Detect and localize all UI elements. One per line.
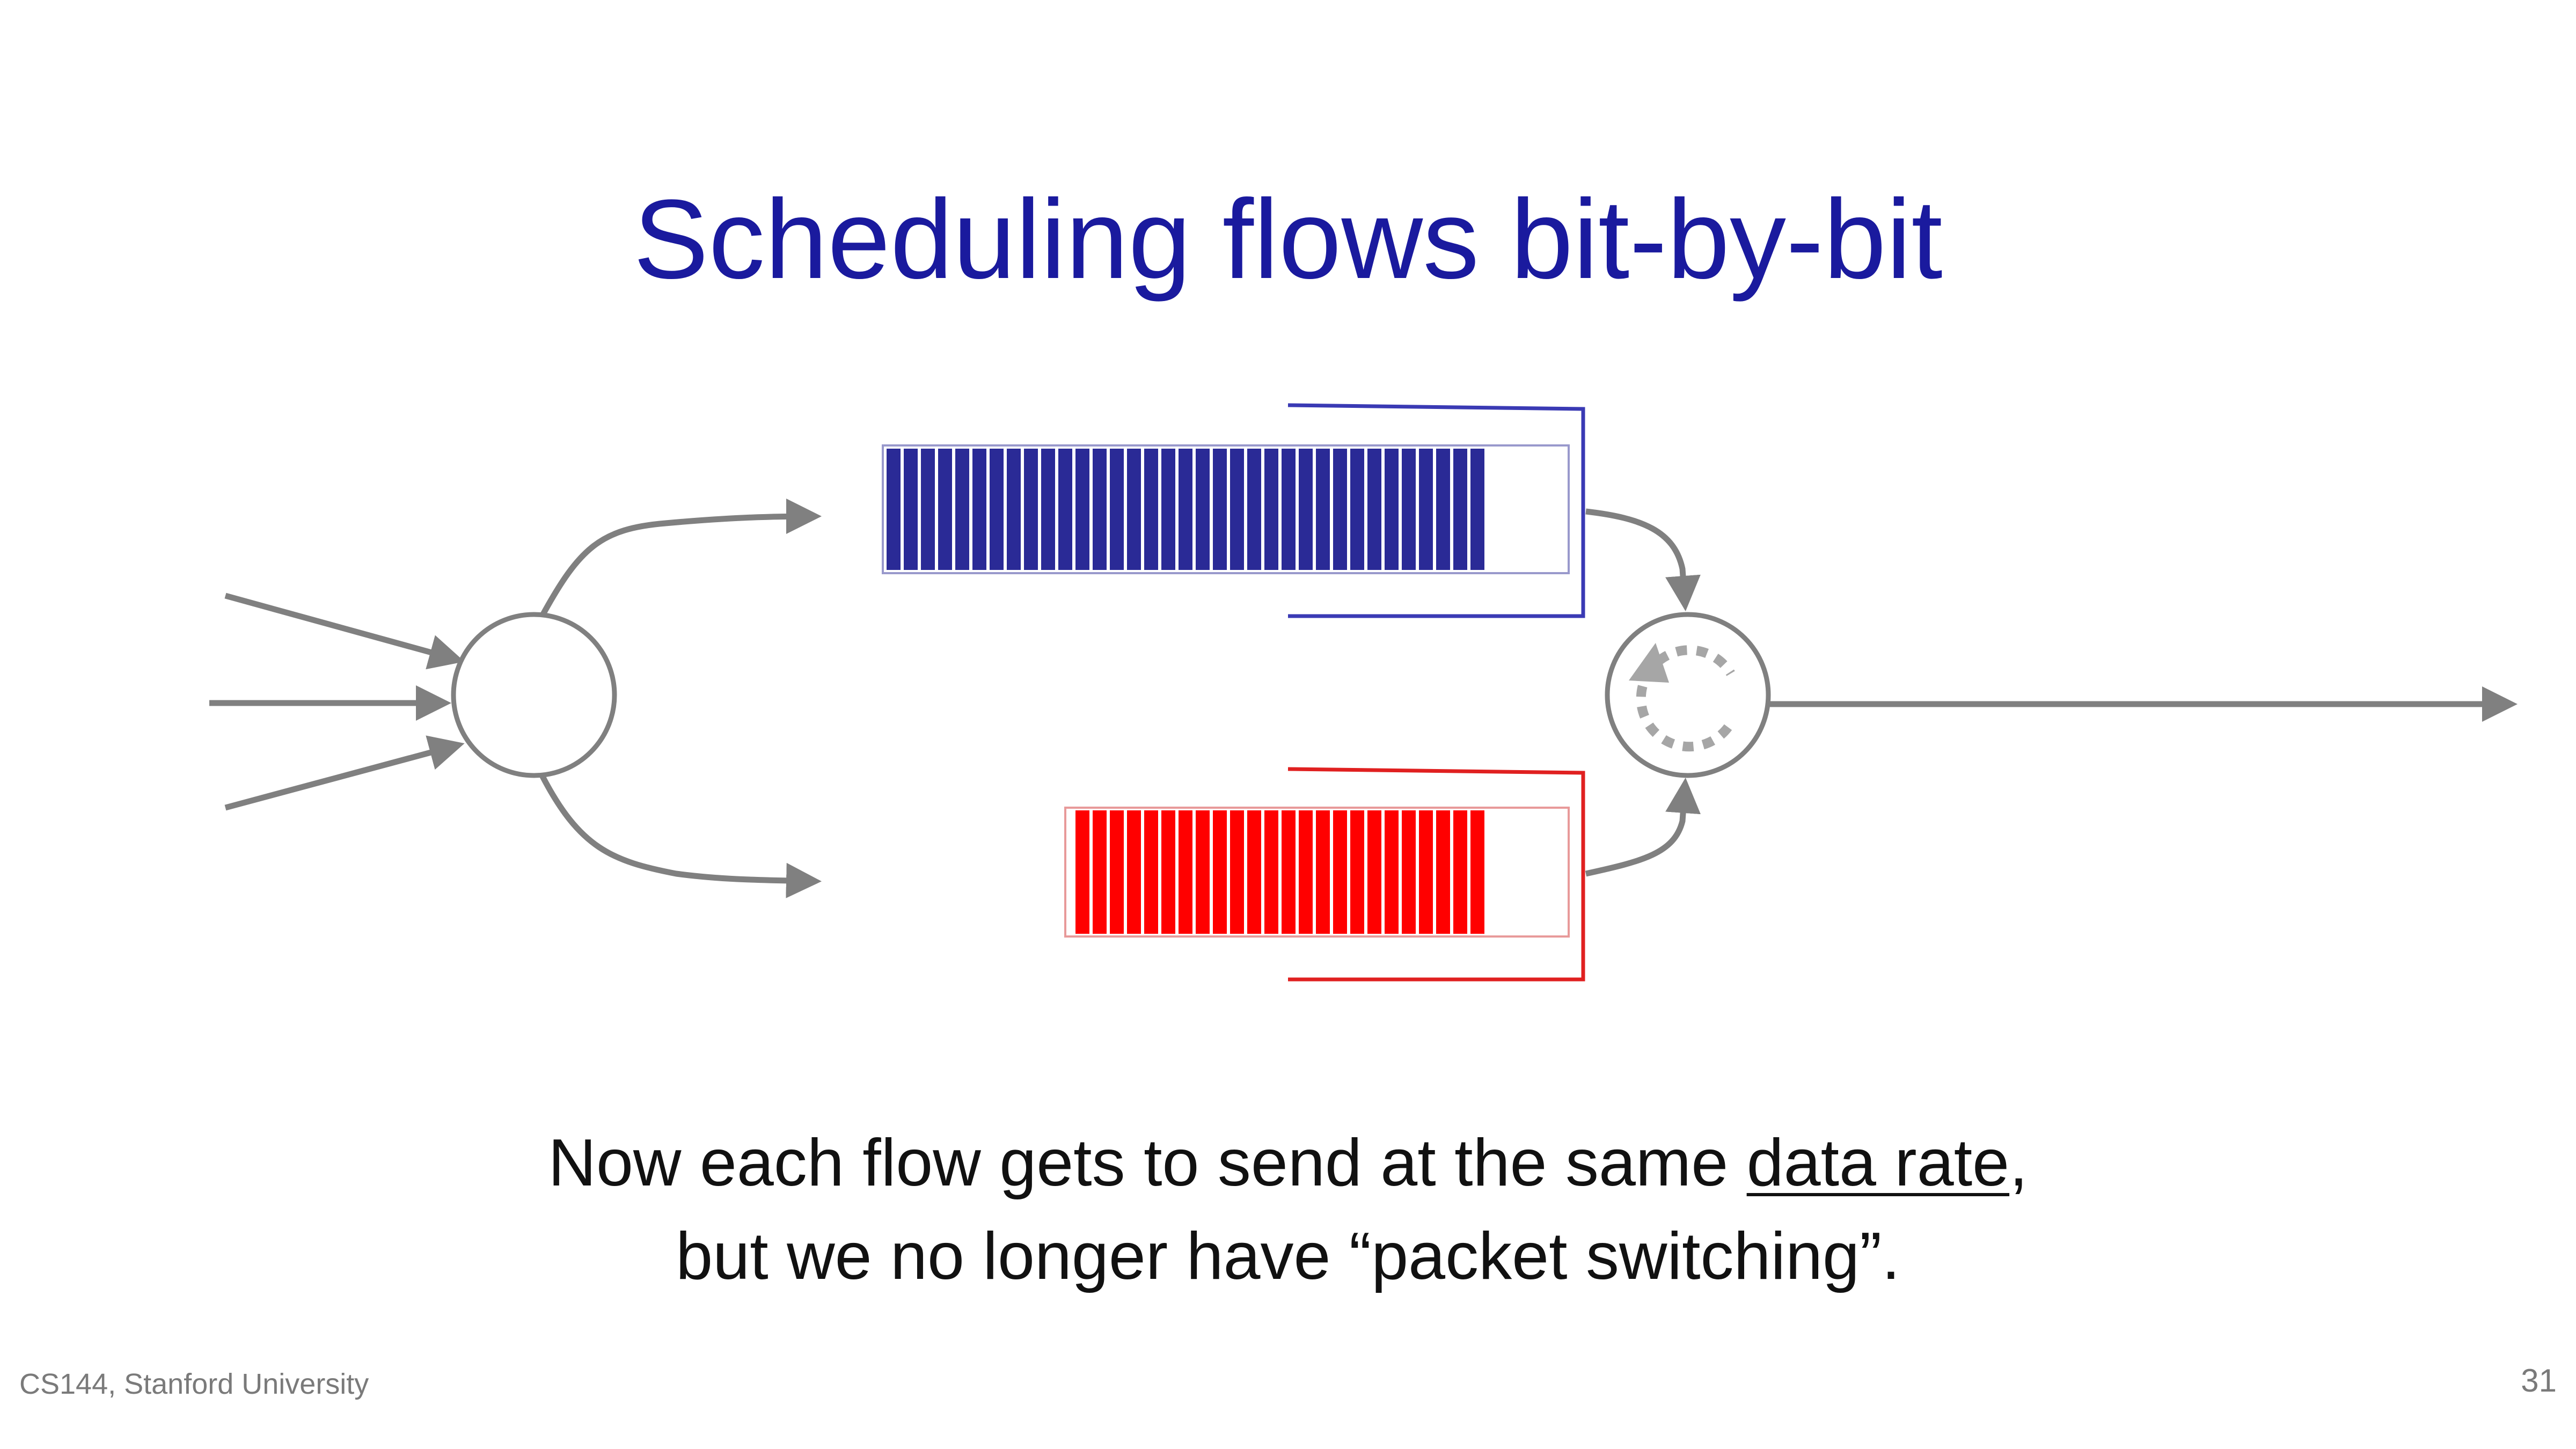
classifier-output-bottom	[539, 774, 822, 898]
blue-queue-slot	[1419, 449, 1433, 570]
blue-queue	[882, 403, 1585, 618]
red-queue-slot	[1333, 810, 1347, 934]
blue-queue-slot	[1196, 449, 1210, 570]
blue-queue-slot	[1161, 449, 1175, 570]
blue-queue-slot	[1110, 449, 1124, 570]
blue-queue-bracket	[1287, 403, 1585, 618]
blue-queue-slot	[1247, 449, 1261, 570]
red-queue-slot	[1093, 810, 1107, 934]
blue-queue-slot	[1385, 449, 1399, 570]
red-queue-slot	[1213, 810, 1227, 934]
red-queue-slot	[1075, 810, 1089, 934]
red-queue-slot	[1127, 810, 1141, 934]
blue-queue-slot	[955, 449, 969, 570]
page-number: 31	[2521, 1363, 2557, 1399]
blue-queue-slot	[1127, 449, 1141, 570]
blue-queue-slot	[1058, 449, 1072, 570]
red-queue-slot	[1110, 810, 1124, 934]
red-queue-slot	[1247, 810, 1261, 934]
red-queue-slot	[1436, 810, 1450, 934]
incoming-arrow-bottom	[224, 735, 465, 811]
slide-title: Scheduling flows bit-by-bit	[633, 176, 1943, 302]
caption-line-1: Now each flow gets to send at the same d…	[0, 1116, 2576, 1210]
caption-line-2: but we no longer have “packet switching”…	[676, 1219, 1900, 1293]
incoming-arrow-top	[224, 592, 465, 670]
blue-queue-slot	[1350, 449, 1364, 570]
blue-queue-slots	[887, 449, 1484, 570]
classifier-output-top	[539, 499, 822, 618]
blue-queue-slot	[1367, 449, 1381, 570]
red-queue-slot	[1470, 810, 1484, 934]
red-queue-slot	[1453, 810, 1467, 934]
blue-queue-slot	[1470, 449, 1484, 570]
red-queue-slot	[1264, 810, 1278, 934]
blue-queue-slot	[921, 449, 935, 570]
red-queue-slot	[1196, 810, 1210, 934]
blue-queue-slot	[1282, 449, 1296, 570]
footer-course-label: CS144, Stanford University	[19, 1368, 369, 1400]
red-queue-slot	[1316, 810, 1330, 934]
classifier-node	[451, 612, 617, 778]
blue-queue-slot	[1402, 449, 1416, 570]
blue-queue-slot	[938, 449, 952, 570]
red-queue-slot	[1299, 810, 1313, 934]
blue-queue-slot	[1299, 449, 1313, 570]
red-queue-slot	[1179, 810, 1192, 934]
blue-queue-output-arrow	[1585, 508, 1701, 611]
circular-arrow-icon	[1629, 643, 1735, 752]
slide-caption: Now each flow gets to send at the same d…	[0, 1116, 2576, 1303]
blue-queue-slot	[1230, 449, 1244, 570]
blue-queue-slot	[1093, 449, 1107, 570]
blue-queue-slot	[990, 449, 1004, 570]
red-queue	[1064, 767, 1585, 982]
blue-queue-slot	[1333, 449, 1347, 570]
blue-queue-slot	[1264, 449, 1278, 570]
blue-queue-slot	[904, 449, 918, 570]
blue-queue-slot	[1144, 449, 1158, 570]
red-queue-slot	[1144, 810, 1158, 934]
red-queue-slot	[1367, 810, 1381, 934]
blue-queue-slot	[1436, 449, 1450, 570]
red-queue-bracket	[1287, 767, 1585, 982]
red-queue-slot	[1350, 810, 1364, 934]
red-queue-slot	[1385, 810, 1399, 934]
red-queue-slot	[1282, 810, 1296, 934]
red-queue-slot	[1230, 810, 1244, 934]
blue-queue-slot	[1075, 449, 1089, 570]
blue-queue-slot	[1007, 449, 1021, 570]
caption-line-1-punct: ,	[2009, 1126, 2028, 1200]
blue-queue-slot	[1316, 449, 1330, 570]
blue-queue-slot	[887, 449, 901, 570]
blue-queue-slot	[1041, 449, 1055, 570]
red-queue-output-arrow	[1585, 778, 1701, 877]
caption-underlined-term: data rate	[1746, 1126, 2010, 1200]
blue-queue-slot	[972, 449, 986, 570]
red-queue-slot	[1161, 810, 1175, 934]
red-queue-slot	[1402, 810, 1416, 934]
blue-queue-slot	[1179, 449, 1192, 570]
red-queue-slot	[1419, 810, 1433, 934]
blue-queue-slot	[1024, 449, 1038, 570]
blue-queue-slot	[1213, 449, 1227, 570]
caption-line-1-text: Now each flow gets to send at the same	[548, 1126, 1747, 1200]
red-queue-slots	[1075, 810, 1484, 934]
blue-queue-slot	[1453, 449, 1467, 570]
